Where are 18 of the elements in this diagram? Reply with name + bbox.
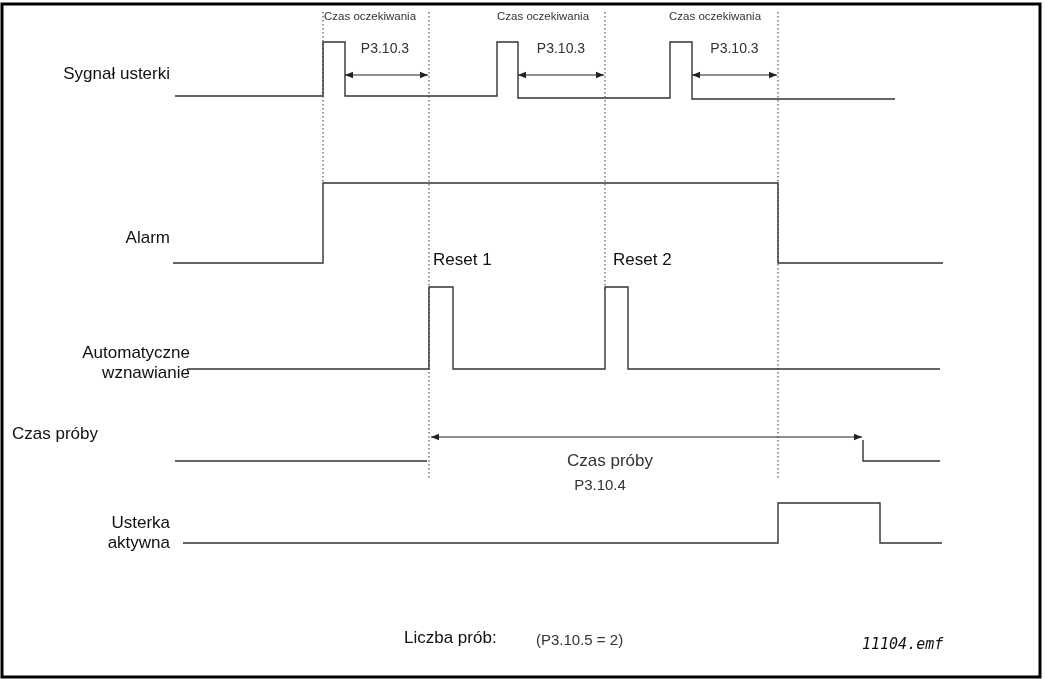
footnote: Liczba prób: <box>404 628 498 649</box>
parameter-label: P3.10.4 <box>573 476 627 494</box>
reset-label: Reset 2 <box>613 250 673 271</box>
signal-name: Alarm <box>124 228 170 249</box>
reset-label: Reset 1 <box>433 250 493 271</box>
time-label: Czas oczekiwania <box>324 10 418 24</box>
time-label: Czas próby <box>566 451 654 472</box>
signal-name: Czas próby <box>12 424 99 445</box>
signal-name: Usterka aktywna <box>106 513 170 554</box>
time-label: Czas oczekiwania <box>669 10 763 24</box>
parameter-label: P3.10.3 <box>535 40 587 57</box>
time-label: Czas oczekiwania <box>497 10 591 24</box>
file-name: 11104.emf <box>862 635 945 653</box>
signal-name: Automatyczne wznawianie <box>81 343 190 384</box>
parameter-label: P3.10.3 <box>359 40 411 57</box>
parameter-label: (P3.10.5 = 2) <box>536 631 625 649</box>
parameter-label: P3.10.3 <box>709 40 760 57</box>
signal-name: Sygnał usterki <box>62 64 170 85</box>
